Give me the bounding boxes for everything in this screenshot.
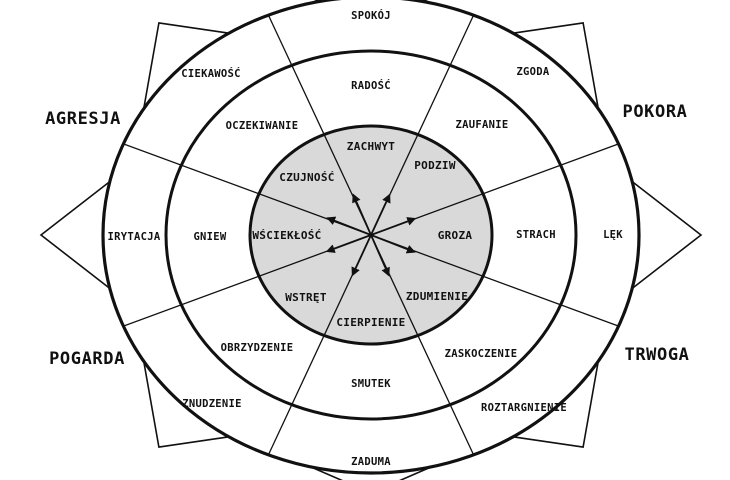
- dyad-label-submission: POKORA: [622, 102, 687, 122]
- outer-label-top: SPOKÓJ: [351, 9, 391, 22]
- center-arrow-4: [370, 234, 390, 277]
- core-label-upper-left: CZUJNOŚĆ: [279, 171, 334, 184]
- dyad-label-contempt: POGARDA: [49, 349, 125, 369]
- center-arrow-5: [351, 234, 372, 277]
- center-arrow-0: [352, 193, 372, 236]
- outer-label-upper-right: ZGODA: [516, 66, 549, 78]
- core-label-top: ZACHWYT: [347, 140, 396, 153]
- star-spike-2: [631, 179, 703, 291]
- core-label-right: GROZA: [438, 229, 473, 242]
- outer-label-upper-left: CIEKAWOŚĆ: [181, 67, 241, 80]
- center-arrow-2: [370, 217, 417, 236]
- outer-label-lower-left: ZNUDZENIE: [182, 398, 242, 410]
- core-label-left: WŚCIEKŁOŚĆ: [252, 229, 321, 242]
- middle-label-right: STRACH: [516, 229, 556, 241]
- middle-label-upper-left: OCZEKIWANIE: [226, 120, 299, 132]
- middle-label-bottom: SMUTEK: [351, 378, 391, 390]
- outer-label-lower-right: ROZTARGNIENIE: [481, 402, 567, 414]
- outer-label-right: LĘK: [603, 229, 623, 241]
- outer-label-bottom: ZADUMA: [351, 456, 391, 468]
- center-arrow-6: [325, 234, 372, 253]
- center-arrow-1: [370, 193, 391, 236]
- middle-label-upper-right: ZAUFANIE: [456, 119, 509, 131]
- core-label-bottom: CIERPIENIE: [336, 316, 405, 329]
- middle-label-top: RADOŚĆ: [351, 79, 391, 92]
- center-arrow-7: [326, 216, 372, 236]
- middle-label-lower-left: OBRZYDZENIE: [221, 342, 294, 354]
- outer-label-left: IRYTACJA: [108, 231, 161, 243]
- core-label-lower-left: WSTRĘT: [285, 291, 327, 304]
- dyad-label-awe: TRWOGA: [624, 345, 689, 365]
- star-spike-6: [39, 179, 111, 291]
- middle-ring: [164, 49, 578, 421]
- middle-label-left: GNIEW: [193, 231, 226, 243]
- core-label-upper-right: PODZIW: [414, 159, 456, 172]
- dyad-label-aggression: AGRESJA: [45, 109, 121, 129]
- core-label-lower-right: ZDUMIENIE: [406, 290, 468, 303]
- center-arrows: [325, 193, 417, 277]
- middle-label-lower-right: ZASKOCZENIE: [445, 348, 518, 360]
- center-arrow-3: [370, 234, 416, 254]
